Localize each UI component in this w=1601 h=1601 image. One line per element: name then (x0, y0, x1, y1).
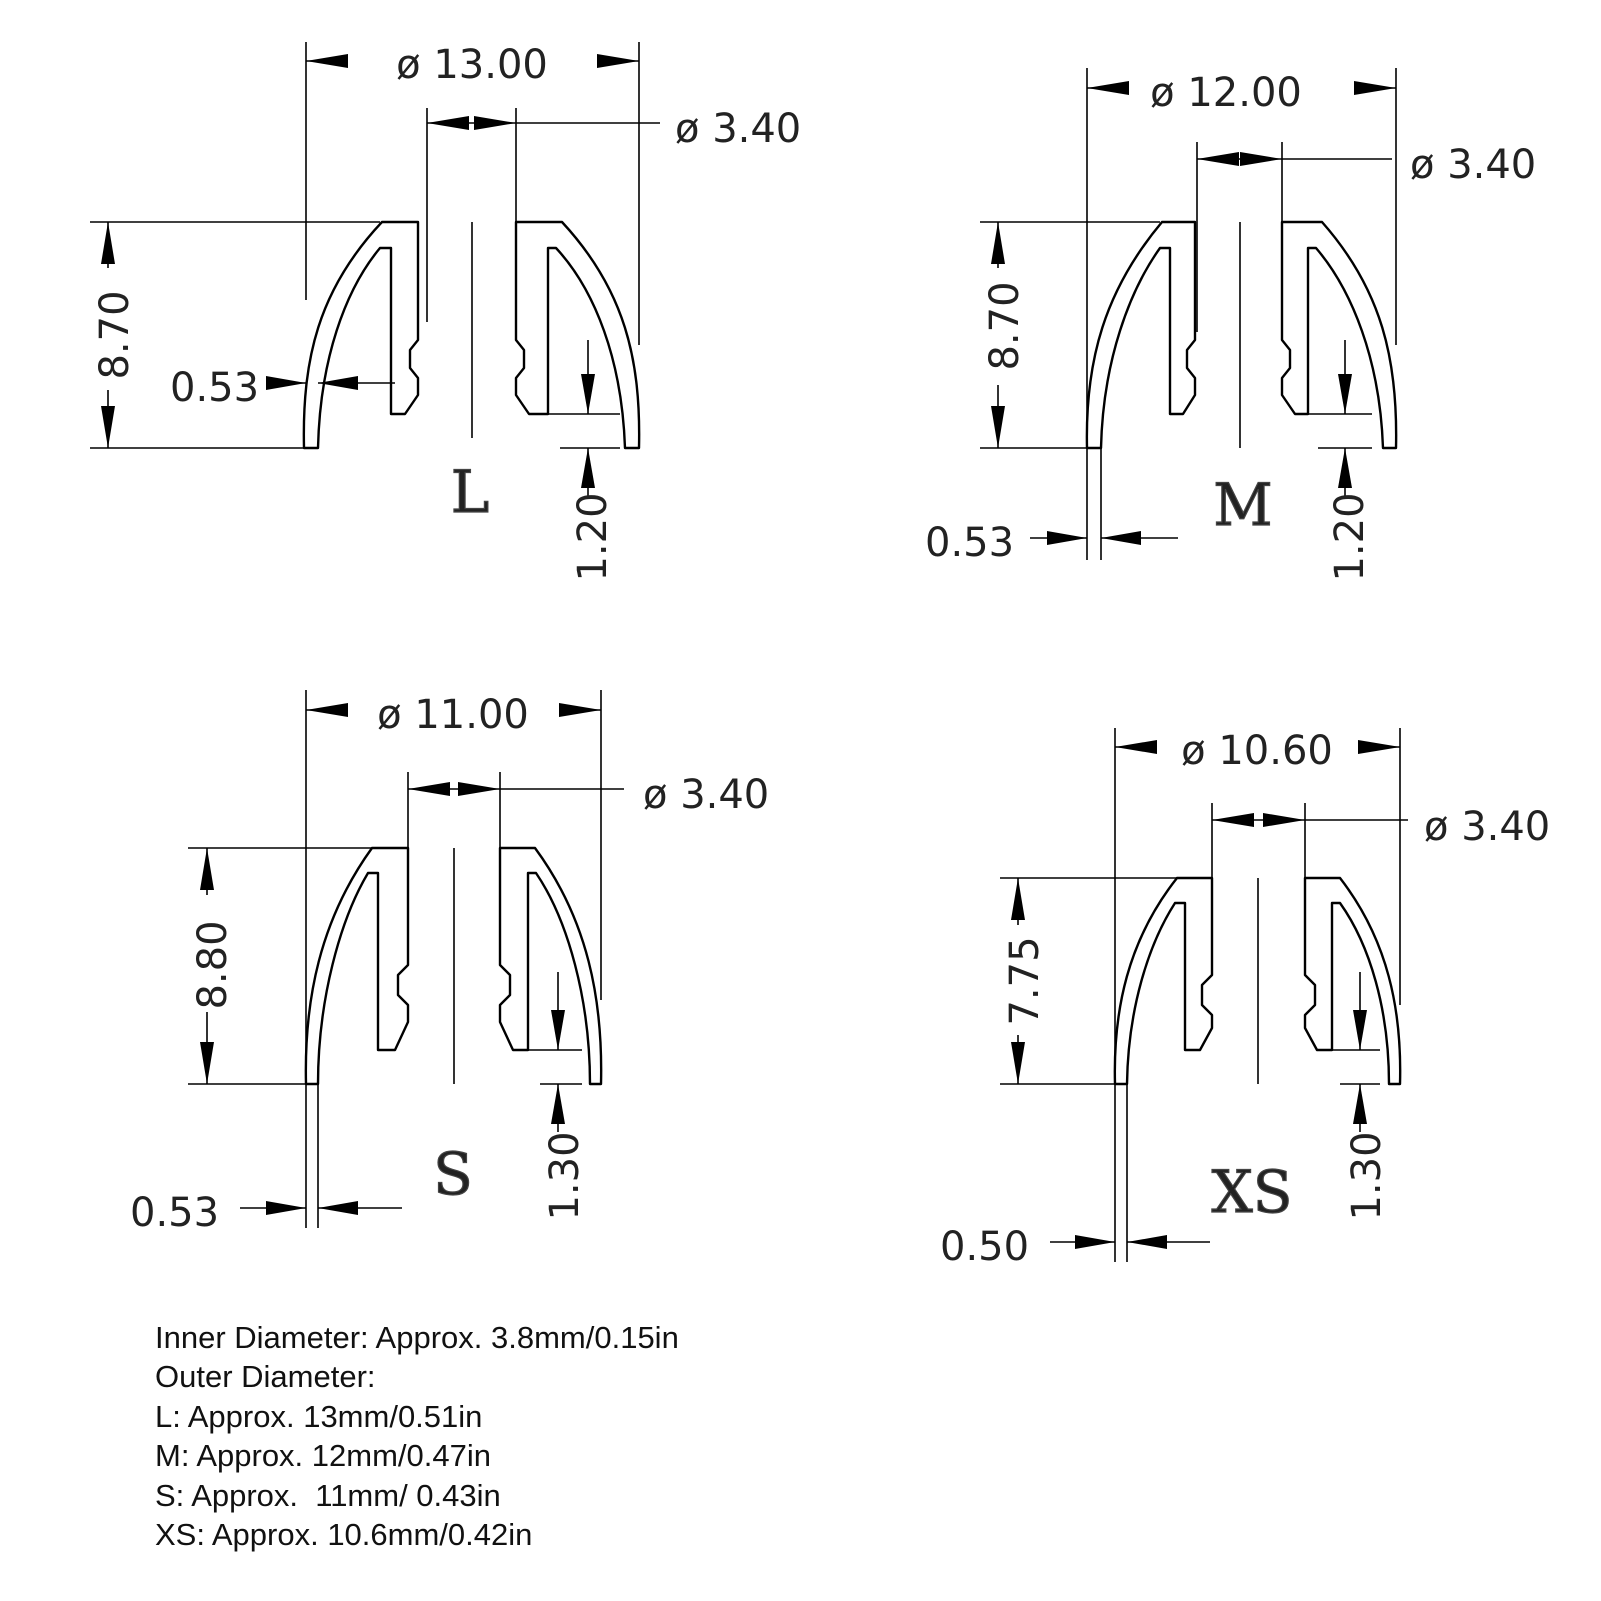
part-M-inner-diameter: ø 3.40 (1410, 142, 1536, 188)
part-XS-drawing: ø 10.60 ø 3.40 7.75 0.50 1.30 XS (940, 728, 1550, 1270)
part-M-left-profile (1085, 220, 1197, 450)
outer-diameter-S: S: Approx. 11mm/ 0.43in (155, 1477, 501, 1513)
part-XS-outer-diameter: ø 10.60 (1181, 728, 1333, 774)
part-M-tip: 1.20 (1327, 492, 1373, 581)
part-L-height: 8.70 (92, 290, 138, 379)
part-S-drawing: ø 11.00 ø 3.40 8.80 0.53 1.30 S (130, 690, 769, 1236)
part-S-tip: 1.30 (542, 1131, 588, 1220)
part-XS-left-profile (1113, 876, 1214, 1086)
part-L-wall: 0.53 (170, 365, 259, 411)
part-S-size-label: S (433, 1140, 473, 1208)
part-XS-size-label: XS (1211, 1158, 1292, 1226)
part-M-drawing: ø 12.00 ø 3.40 8.70 0.53 1.20 M (925, 68, 1536, 582)
part-M-right-profile (1280, 220, 1398, 450)
part-S-inner-diameter: ø 3.40 (643, 772, 769, 818)
part-S-right-profile (498, 846, 603, 1086)
part-L-drawing: ø 13.00 ø 3.40 8.70 0.53 1.20 L (90, 42, 801, 582)
part-XS-height: 7.75 (1002, 936, 1048, 1025)
specifications-text: Inner Diameter: Approx. 3.8mm/0.15in Out… (155, 1318, 679, 1554)
part-L-left-profile (302, 220, 420, 450)
part-XS-wall: 0.50 (940, 1224, 1029, 1270)
part-S-wall: 0.53 (130, 1190, 219, 1236)
part-S-height: 8.80 (190, 920, 236, 1009)
part-M-wall: 0.53 (925, 520, 1014, 566)
part-L-right-profile (514, 220, 641, 450)
part-L-inner-diameter: ø 3.40 (675, 106, 801, 152)
part-L-outer-diameter: ø 13.00 (396, 42, 548, 88)
part-S-left-profile (304, 846, 410, 1086)
part-M-height: 8.70 (982, 281, 1028, 370)
outer-diameter-L: L: Approx. 13mm/0.51in (155, 1398, 483, 1434)
inner-diameter-spec: Inner Diameter: Approx. 3.8mm/0.15in (155, 1320, 679, 1355)
part-M-size-label: M (1213, 471, 1272, 539)
part-XS-right-profile (1303, 876, 1402, 1086)
part-L-size-label: L (451, 458, 490, 526)
part-L-tip: 1.20 (570, 492, 616, 581)
part-M-outer-diameter: ø 12.00 (1150, 70, 1302, 116)
outer-diameter-M: M: Approx. 12mm/0.47in (155, 1438, 491, 1474)
outer-diameter-heading: Outer Diameter: (155, 1359, 376, 1395)
part-S-outer-diameter: ø 11.00 (377, 692, 529, 738)
part-XS-tip: 1.30 (1344, 1131, 1390, 1220)
outer-diameter-XS: XS: Approx. 10.6mm/0.42in (155, 1517, 533, 1553)
part-XS-inner-diameter: ø 3.40 (1424, 804, 1550, 850)
technical-drawing: ø 13.00 ø 3.40 8.70 0.53 1.20 L (90, 42, 1550, 1270)
